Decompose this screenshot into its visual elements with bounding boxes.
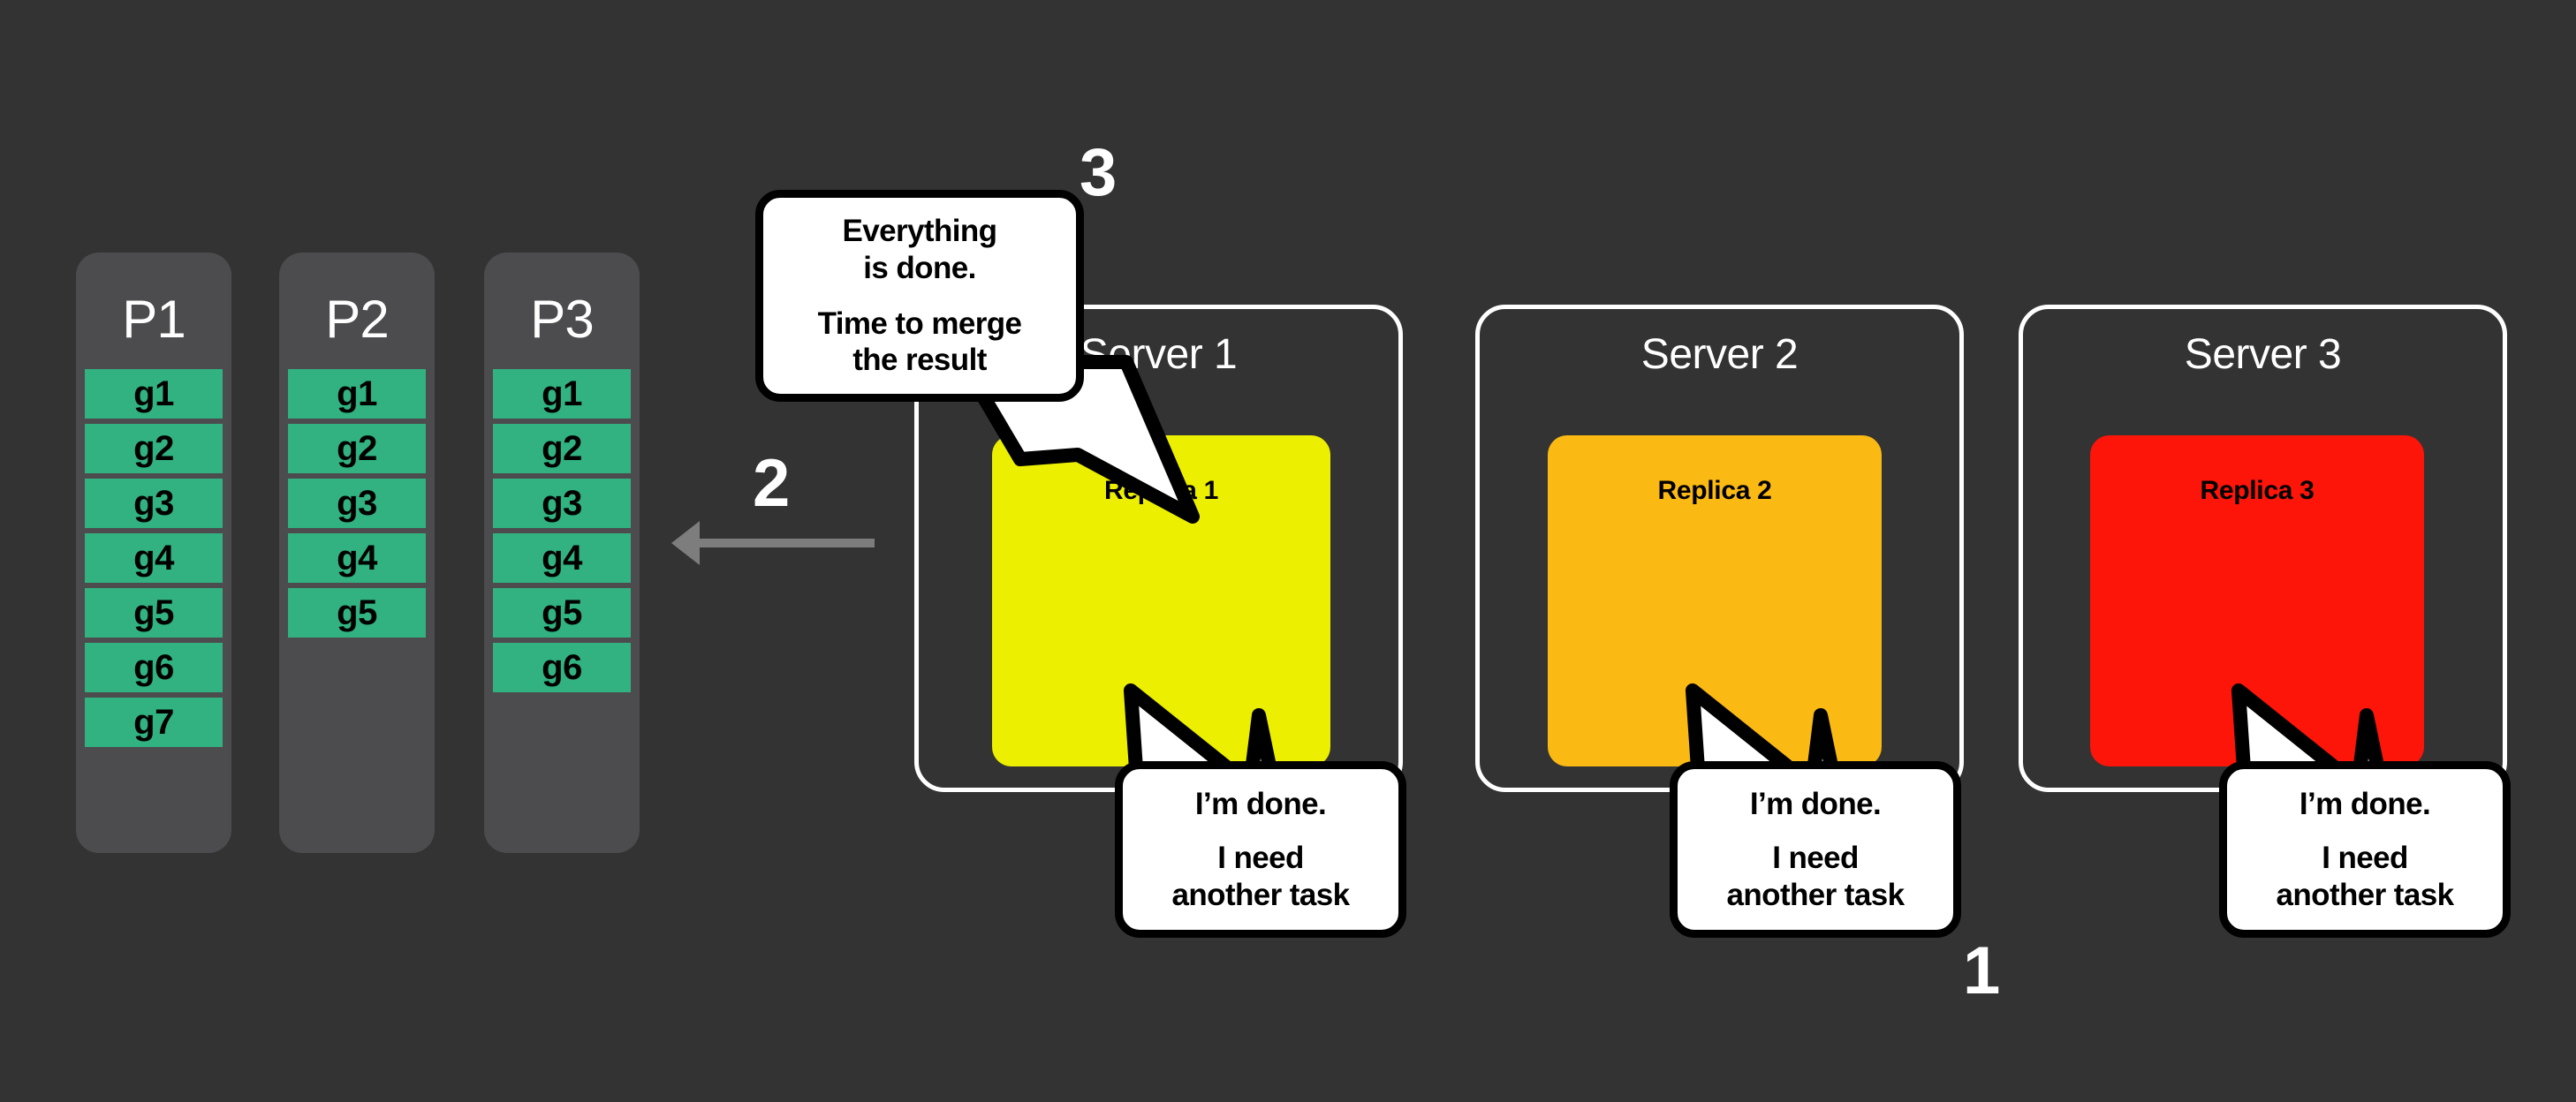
- group-cell: g2: [493, 424, 631, 473]
- group-cell: g4: [288, 533, 426, 583]
- speech-bubble-merge: Everything is done. Time to merge the re…: [755, 190, 1084, 402]
- group-cell: g7: [85, 698, 223, 747]
- bubble-line: I need another task: [1726, 841, 1905, 912]
- group-cell: g2: [85, 424, 223, 473]
- server-title: Server 3: [2184, 331, 2342, 378]
- group-list: g1 g2 g3 g4 g5: [279, 369, 435, 638]
- speech-bubble-done-1: I’m done. I need another task: [1115, 761, 1406, 938]
- group-list: g1 g2 g3 g4 g5 g6: [484, 369, 640, 692]
- partition-title: P1: [122, 290, 186, 349]
- group-cell: g1: [85, 369, 223, 419]
- step-number-2: 2: [753, 446, 790, 521]
- replica-label: Replica 3: [2200, 476, 2315, 505]
- arrow-head-icon: [671, 521, 700, 565]
- partition-title: P2: [325, 290, 389, 349]
- bubble-line: I’m done.: [1749, 787, 1882, 822]
- arrow-shaft: [698, 539, 875, 547]
- partition-column-p3: P3 g1 g2 g3 g4 g5 g6: [484, 253, 640, 853]
- partition-column-p2: P2 g1 g2 g3 g4 g5: [279, 253, 435, 853]
- step-number-3: 3: [1080, 135, 1117, 210]
- partition-title: P3: [530, 290, 594, 349]
- group-cell: g6: [85, 643, 223, 692]
- merge-arrow: [671, 521, 875, 565]
- replica-label: Replica 2: [1657, 476, 1772, 505]
- group-cell: g5: [85, 588, 223, 638]
- group-cell: g4: [493, 533, 631, 583]
- group-cell: g3: [288, 479, 426, 528]
- bubble-line: I need another task: [2276, 841, 2455, 912]
- group-cell: g4: [85, 533, 223, 583]
- bubble-line: I need another task: [1171, 841, 1351, 912]
- group-cell: g1: [493, 369, 631, 419]
- bubble-line: I’m done.: [2299, 787, 2431, 822]
- partition-column-p1: P1 g1 g2 g3 g4 g5 g6 g7: [76, 253, 231, 853]
- group-cell: g3: [85, 479, 223, 528]
- bubble-line: Time to merge the result: [817, 306, 1022, 378]
- group-cell: g5: [493, 588, 631, 638]
- server-title: Server 2: [1640, 331, 1799, 378]
- bubble-line: I’m done.: [1194, 787, 1327, 822]
- group-list: g1 g2 g3 g4 g5 g6 g7: [76, 369, 231, 747]
- group-cell: g1: [288, 369, 426, 419]
- group-cell: g6: [493, 643, 631, 692]
- group-cell: g2: [288, 424, 426, 473]
- speech-bubble-done-3: I’m done. I need another task: [2219, 761, 2511, 938]
- group-cell: g3: [493, 479, 631, 528]
- bubble-line: Everything is done.: [842, 214, 997, 285]
- group-cell: g5: [288, 588, 426, 638]
- speech-bubble-done-2: I’m done. I need another task: [1670, 761, 1961, 938]
- step-number-1: 1: [1963, 933, 2000, 1008]
